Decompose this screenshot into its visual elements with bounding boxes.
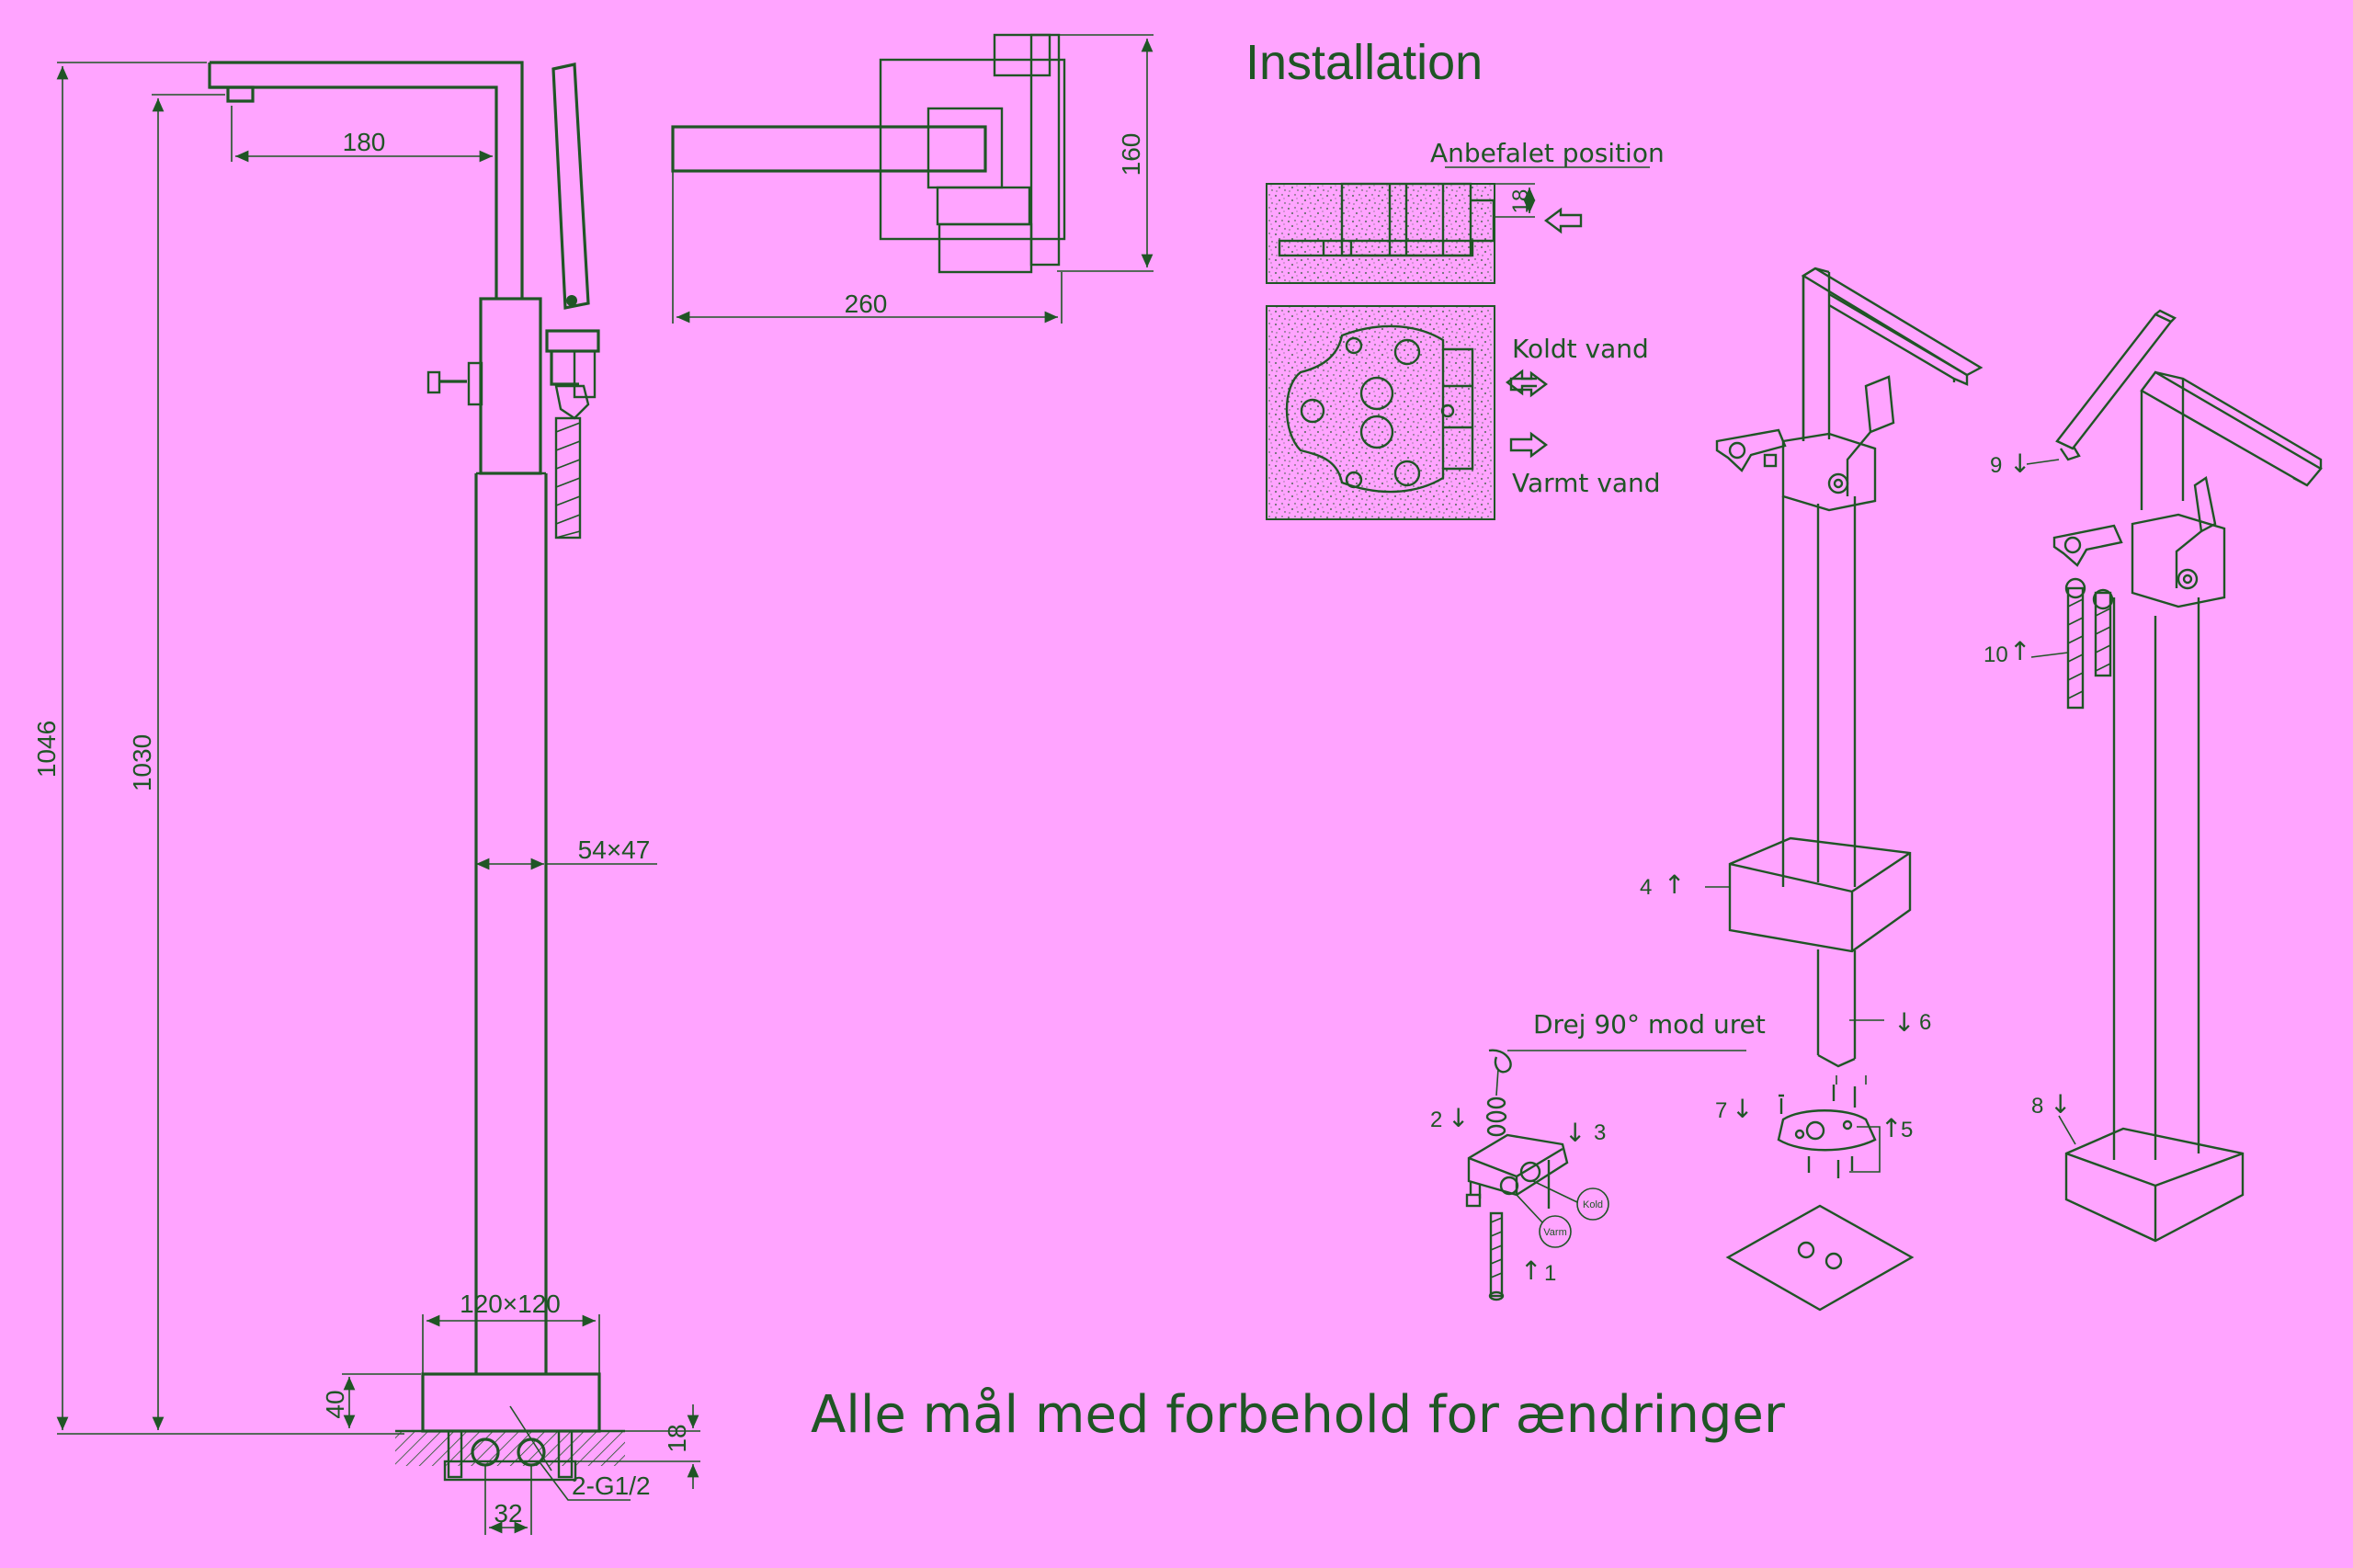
footer-disclaimer: Alle mål med forbehold for ændringer — [811, 1385, 1786, 1445]
arrow-down-3: ↓ — [1564, 1118, 1586, 1148]
arrow-up-1: ↑ — [1520, 1256, 1541, 1286]
dim-column-section: 54×47 — [578, 835, 651, 864]
shower-assembly-view: 9 ↓ 10 ↑ 8 ↓ — [1984, 309, 2323, 1243]
dim-connection-thread: 2-G1/2 — [572, 1471, 651, 1500]
step-label-3: 3 — [1594, 1120, 1606, 1145]
top-view: 160 260 — [671, 33, 1154, 324]
dim-connection-spacing: 32 — [494, 1499, 522, 1528]
dim-floor-offset: 18 — [663, 1424, 691, 1452]
arrow-down-7: ↓ — [1732, 1094, 1753, 1124]
step-label-10: 10 — [1984, 642, 2008, 667]
arrow-up-4: ↑ — [1664, 869, 1685, 900]
step-label-7: 7 — [1715, 1098, 1727, 1123]
arrow-down-9: ↓ — [2009, 449, 2030, 479]
step-label-5: 5 — [1901, 1118, 1913, 1142]
arrow-down-2: ↓ — [1448, 1103, 1469, 1133]
page-title: Installation — [1245, 35, 1483, 90]
step-label-6: 6 — [1919, 1010, 1931, 1035]
dim-top-width: 260 — [845, 290, 888, 318]
label-hot-water: Varmt vand — [1512, 468, 1661, 498]
step-label-8: 8 — [2031, 1094, 2043, 1119]
label-recommended-position: Anbefalet position — [1430, 138, 1665, 168]
dim-base-height: 40 — [321, 1390, 349, 1418]
dim-total-height: 1046 — [32, 721, 61, 778]
installation-detail: Anbefalet position 18 Koldt vand Varmt v… — [1266, 138, 1665, 520]
dim-outlet-height: 1030 — [128, 734, 156, 791]
tag-hot: Varm — [1543, 1227, 1566, 1238]
dim-spout-reach: 180 — [343, 128, 386, 156]
arrow-down-6: ↓ — [1893, 1007, 1915, 1038]
label-rotate-note: Drej 90° mod uret — [1533, 1009, 1766, 1040]
arrow-up-10: ↑ — [2009, 636, 2030, 666]
step-label-4: 4 — [1640, 875, 1652, 900]
arrow-up-5: ↑ — [1881, 1113, 1902, 1143]
dim-install-depth: 18 — [1508, 189, 1533, 214]
dim-base-size: 120×120 — [460, 1290, 561, 1318]
step-label-9: 9 — [1990, 453, 2002, 478]
arrow-down-8: ↓ — [2050, 1089, 2071, 1119]
dim-top-depth: 160 — [1117, 133, 1145, 176]
step-label-2: 2 — [1430, 1108, 1442, 1132]
tag-cold: Kold — [1583, 1199, 1603, 1210]
front-view: 1046 1030 180 54×47 120×120 40 18 32 2-G… — [32, 61, 700, 1535]
assembled-faucet-view: 4 ↑ ↓ 6 7 ↓ ↑ 5 — [1640, 267, 1984, 1312]
valve-exploded-view: Drej 90° mod uret Kold Varm 2 ↓ ↓ 3 ↑ 1 — [1430, 1009, 1766, 1301]
step-label-1: 1 — [1544, 1261, 1556, 1286]
label-cold-water: Koldt vand — [1512, 334, 1649, 364]
